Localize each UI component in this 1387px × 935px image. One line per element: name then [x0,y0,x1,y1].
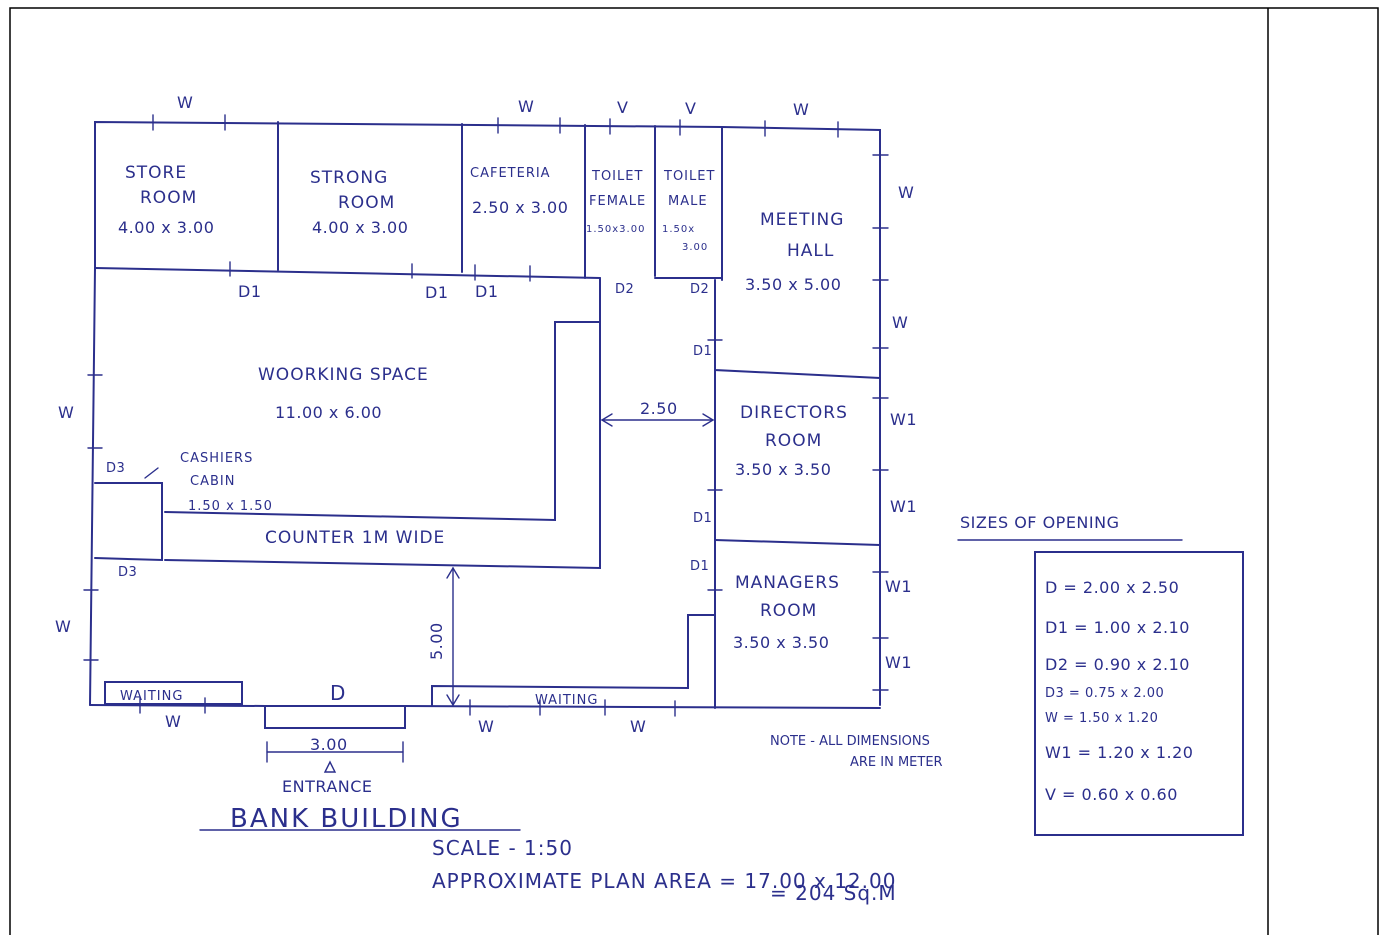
door-d3-label: D3 [106,461,125,476]
opening-row: D1 = 1.00 x 2.10 [1045,618,1190,637]
openings-table-box [1034,551,1244,836]
note-line1: NOTE - ALL DIMENSIONS [770,734,930,749]
working-space-label: WOORKING SPACE [258,365,429,385]
cashiers-line2: CABIN [190,474,235,489]
opening-row: D3 = 0.75 x 2.00 [1045,686,1164,701]
strong-room-size: 4.00 x 3.00 [312,218,408,237]
main-door-label: D [330,681,346,705]
window-w1-label: W1 [885,577,912,596]
waiting-right-label: WAITING [535,693,598,708]
toilet-female-line1: TOILET [591,169,643,184]
cashiers-size: 1.50 x 1.50 [188,499,273,514]
openings-heading: SIZES OF OPENING [960,513,1119,532]
window-label: W [58,403,74,422]
door-d1-label: D1 [238,282,262,301]
working-space-size: 11.00 x 6.00 [275,403,382,422]
entrance-label: ENTRANCE [282,777,373,796]
toilet-male-line1: TOILET [663,169,715,184]
cafeteria-size: 2.50 x 3.00 [472,198,568,217]
ventilator-label: V [685,99,696,118]
directors-room-line2: ROOM [765,431,822,451]
dimension-lines [144,413,1183,831]
door-d3-label: D3 [118,565,137,580]
meeting-hall-size: 3.50 x 5.00 [745,275,841,294]
door-d1-label: D1 [693,511,712,526]
meeting-hall-line1: MEETING [760,210,844,230]
toilet-male-size2: 3.00 [682,242,708,253]
drawing-title: BANK BUILDING [230,804,463,834]
door-d1-label: D1 [425,283,449,302]
window-label: W [165,712,181,731]
strong-room-line2: ROOM [338,193,395,213]
door-d1-label: D1 [693,344,712,359]
door-d2-label: D2 [690,282,709,297]
window-ticks [83,114,889,717]
window-label: W [177,93,193,112]
ventilator-label: V [617,98,628,117]
window-label: W [55,617,71,636]
opening-row: D = 2.00 x 2.50 [1045,578,1179,597]
directors-room-size: 3.50 x 3.50 [735,460,831,479]
toilet-male-size1: 1.50x [662,224,695,235]
window-w1-label: W1 [885,653,912,672]
store-room-line1: STORE [125,163,187,183]
entrance-width-dim: 3.00 [310,735,348,754]
window-label: W [478,717,494,736]
plan-area-line1: APPROXIMATE PLAN AREA = 17.00 x 12.00 [432,869,896,893]
door-d1-label: D1 [690,559,709,574]
window-w1-label: W1 [890,410,917,429]
window-label: W [518,97,534,116]
counter-label: COUNTER 1M WIDE [265,528,445,548]
opening-row: V = 0.60 x 0.60 [1045,785,1178,804]
managers-room-line1: MANAGERS [735,573,840,593]
plan-area-line2: = 204 Sq.M [770,881,897,905]
door-d1-label: D1 [475,282,499,301]
waiting-depth-dim: 5.00 [427,622,446,660]
cafeteria-label: CAFETERIA [470,166,551,181]
waiting-left-label: WAITING [120,689,183,704]
cashiers-line1: CASHIERS [180,451,253,466]
managers-room-line2: ROOM [760,601,817,621]
directors-room-line1: DIRECTORS [740,403,848,423]
opening-row: D2 = 0.90 x 2.10 [1045,655,1190,674]
window-w1-label: W1 [890,497,917,516]
toilet-male-line2: MALE [668,194,708,209]
opening-row: W = 1.50 x 1.20 [1045,711,1158,726]
window-label: W [793,100,809,119]
store-room-size: 4.00 x 3.00 [118,218,214,237]
opening-row: W1 = 1.20 x 1.20 [1045,743,1193,762]
walls [89,120,881,729]
corridor-width-dim: 2.50 [640,399,678,418]
store-room-line2: ROOM [140,188,197,208]
window-label: W [630,717,646,736]
drawing-scale: SCALE - 1:50 [432,836,573,860]
toilet-female-size: 1.50x3.00 [586,224,645,235]
door-d2-label: D2 [615,282,634,297]
page-border [9,7,1379,935]
note-line2: ARE IN METER [850,755,943,770]
window-label: W [892,313,908,332]
toilet-female-line2: FEMALE [589,194,646,209]
strong-room-line1: STRONG [310,168,388,188]
meeting-hall-line2: HALL [787,241,834,261]
managers-room-size: 3.50 x 3.50 [733,633,829,652]
window-label: W [898,183,914,202]
